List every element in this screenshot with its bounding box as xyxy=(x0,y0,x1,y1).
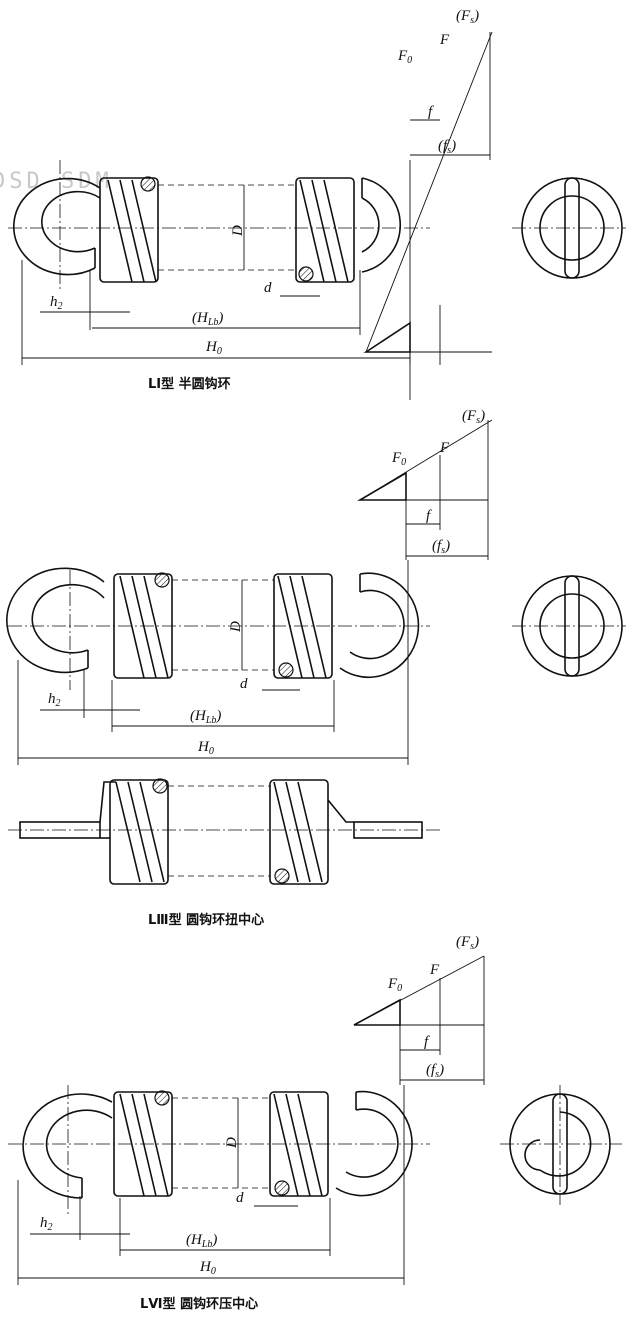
label-hlb-1: (HLb) xyxy=(192,310,223,328)
label-f-defl-2: f xyxy=(426,508,432,524)
left-coils-2 xyxy=(113,572,173,679)
label-h2-2: h2 xyxy=(48,691,61,709)
left-hook-1 xyxy=(13,177,101,276)
label-D-2: D xyxy=(228,621,244,633)
label-d-1: d xyxy=(264,280,272,296)
diagram-type-li: (Fs) F0 F f (fs) xyxy=(8,8,626,400)
label-f-defl-3: f xyxy=(424,1034,430,1050)
label-f0-1: F0 xyxy=(397,48,412,66)
label-d-3: d xyxy=(236,1190,244,1206)
label-d-2: d xyxy=(240,676,248,692)
label-fs-force-3: (Fs) xyxy=(456,934,479,952)
caption-3: LⅥ型 圆钩环压中心 xyxy=(140,1296,258,1312)
right-coils-1 xyxy=(295,177,355,283)
label-f-force-3: F xyxy=(429,962,440,978)
force-triangle-2 xyxy=(357,419,493,560)
label-D-1: D xyxy=(230,225,246,237)
left-hook-2 xyxy=(6,567,105,674)
preload-hatch-1 xyxy=(363,321,411,353)
label-D-3: D xyxy=(224,1137,240,1149)
force-triangle-1 xyxy=(363,31,493,400)
label-f0-2: F0 xyxy=(391,450,406,468)
label-h0-2: H0 xyxy=(197,739,214,757)
left-hook-3 xyxy=(22,1093,113,1199)
label-f-force-1: F xyxy=(439,32,450,48)
right-hook-1 xyxy=(361,177,401,273)
label-fs-force-2: (Fs) xyxy=(462,408,485,426)
diagram-type-liii: (Fs) F0 F f (fs) D d xyxy=(6,408,626,928)
label-h2-3: h2 xyxy=(40,1215,53,1233)
label-h0-1: H0 xyxy=(205,339,222,357)
caption-2: LⅢ型 圆钩环扭中心 xyxy=(148,912,264,928)
label-f-defl-1: f xyxy=(428,104,434,120)
label-h0-3: H0 xyxy=(199,1259,216,1277)
label-f0-3: F0 xyxy=(387,976,402,994)
label-fs-defl-2: (fs) xyxy=(432,538,450,556)
caption-1: LⅠ型 半圆钩环 xyxy=(148,376,231,392)
label-f-force-2: F xyxy=(439,440,450,456)
force-triangle-3 xyxy=(353,955,485,1085)
label-fs-defl-3: (fs) xyxy=(426,1062,444,1080)
label-hlb-2: (HLb) xyxy=(190,708,221,726)
label-fs-defl-1: (fs) xyxy=(438,138,456,156)
label-fs-force-1: (Fs) xyxy=(456,8,479,26)
watermark-text: DSD SDM xyxy=(0,169,113,194)
right-coils-3 xyxy=(269,1091,329,1197)
label-h2-1: h2 xyxy=(50,294,63,312)
end-view-2 xyxy=(512,575,626,677)
end-view-3 xyxy=(500,1085,622,1205)
right-hook-2 xyxy=(339,572,420,679)
end-view-1 xyxy=(512,177,626,279)
right-coils-2 xyxy=(273,573,333,679)
right-hook-3 xyxy=(335,1090,413,1197)
left-coils-3 xyxy=(113,1090,173,1197)
side-elevation-2 xyxy=(8,778,440,885)
left-coils-1 xyxy=(99,176,159,283)
label-hlb-3: (HLb) xyxy=(186,1232,217,1250)
diagram-type-lvi: (Fs) F0 F f (fs) D d xyxy=(8,934,622,1312)
